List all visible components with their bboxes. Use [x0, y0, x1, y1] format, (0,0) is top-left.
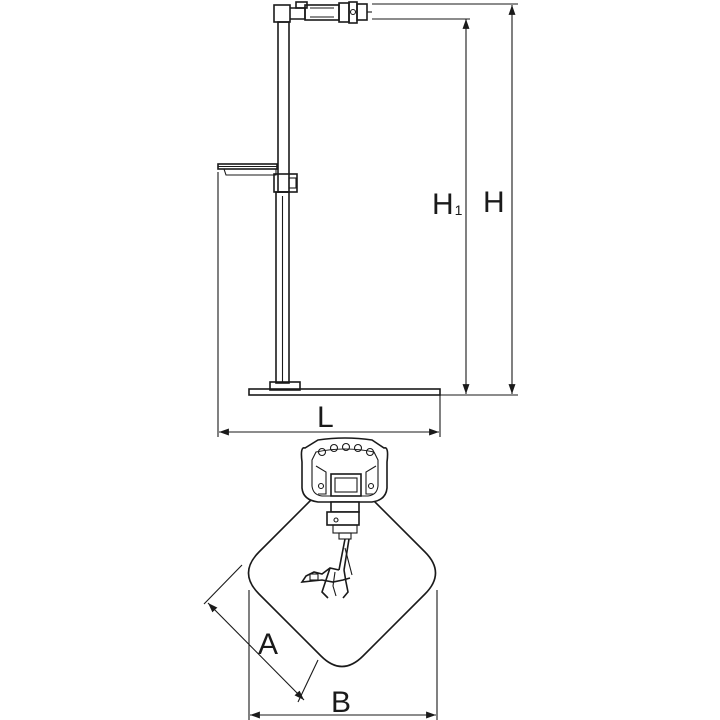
clamp-head-top	[300, 437, 389, 503]
base-plate	[248, 388, 441, 396]
height-collar	[273, 173, 298, 193]
label-a: A	[258, 628, 278, 661]
clamp-head-side	[273, 1, 372, 24]
label-l: L	[317, 401, 334, 434]
neck-top	[326, 501, 360, 540]
top-view: A B	[203, 437, 438, 720]
label-h1: H1	[432, 188, 463, 221]
label-b: B	[331, 686, 351, 719]
tray-arm-top	[300, 538, 353, 599]
pole-foot	[269, 381, 301, 391]
upper-pole	[277, 21, 290, 193]
label-h: H	[483, 186, 505, 219]
tool-tray	[217, 163, 278, 176]
side-view: H H1 L	[217, 1, 518, 437]
dimension-a-line	[207, 602, 305, 701]
